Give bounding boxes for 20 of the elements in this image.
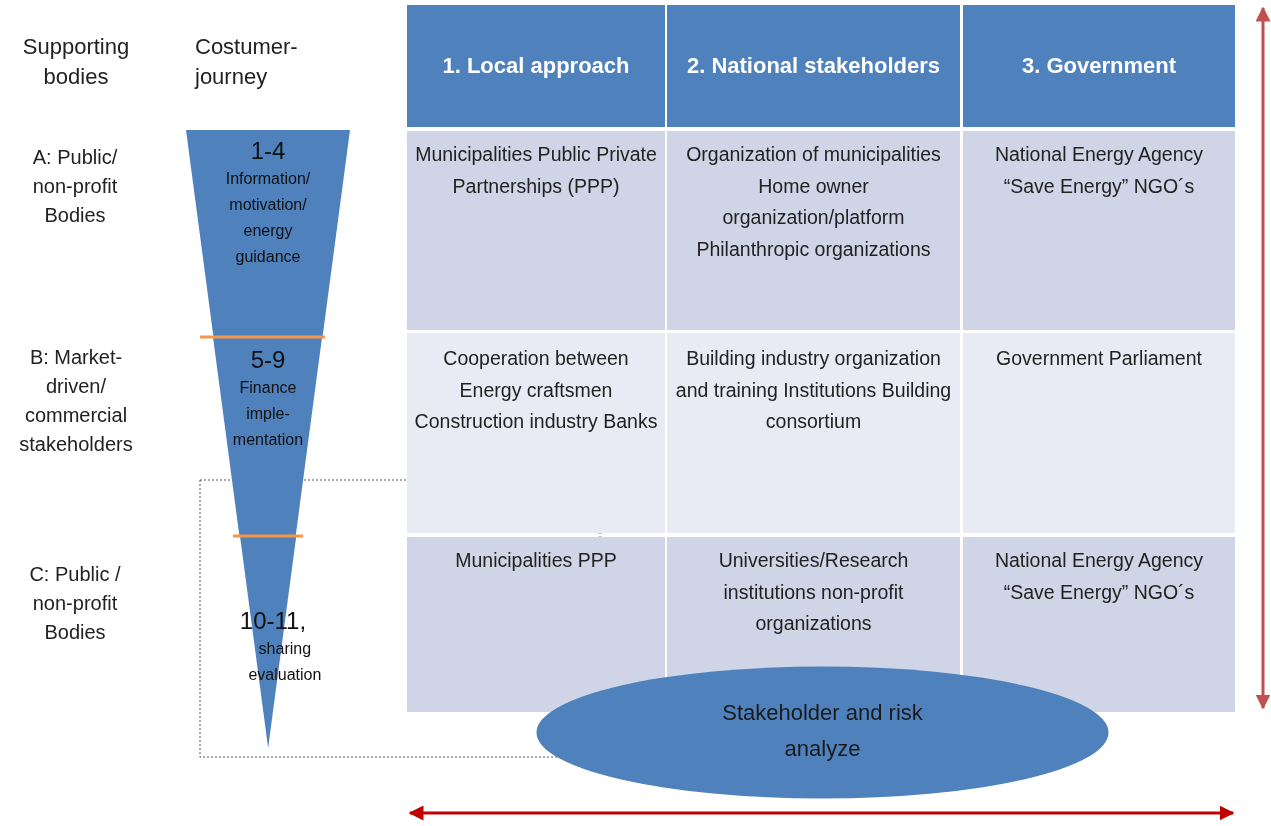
table-cell: Cooperation between Energy craftsmen Construction industry Banks — [407, 333, 665, 533]
stage-number: 1-4 — [250, 136, 286, 166]
header-cell: 3. Government — [963, 5, 1235, 127]
column-heading: Costumer- journey — [195, 33, 299, 91]
row-label: C: Public / non-profit Bodies — [28, 562, 122, 645]
table-cell: National Energy Agency “Save Energy” NGO´s — [963, 537, 1235, 712]
header-cell: 2. National stakeholders — [667, 5, 960, 127]
header-cell: 1. Local approach — [407, 5, 665, 127]
stage-number: 5-9 — [250, 345, 286, 375]
column-heading: Supporting bodies — [21, 33, 131, 91]
stage-text: Finance imple- mentation — [231, 378, 305, 450]
table-cell: Municipalities PPP — [407, 537, 665, 712]
table-cell: Government Parliament — [963, 333, 1235, 533]
row-label: A: Public/ non-profit Bodies — [31, 145, 119, 228]
row-label: B: Market-driven/ commercial stakeholders — [18, 345, 134, 457]
stage-text: Information/ motivation/ energy guidance — [224, 169, 312, 267]
table-cell: Building industry organization and training Institutions Building consortium — [667, 333, 960, 533]
table-cell: Organization of municipalities Home owner organization/platform Philanthropic organizations — [667, 131, 960, 330]
table-cell: National Energy Agency “Save Energy” NGO´s — [963, 131, 1235, 330]
table-cell: Municipalities Public Private Partnerships (PPP) — [407, 131, 665, 330]
